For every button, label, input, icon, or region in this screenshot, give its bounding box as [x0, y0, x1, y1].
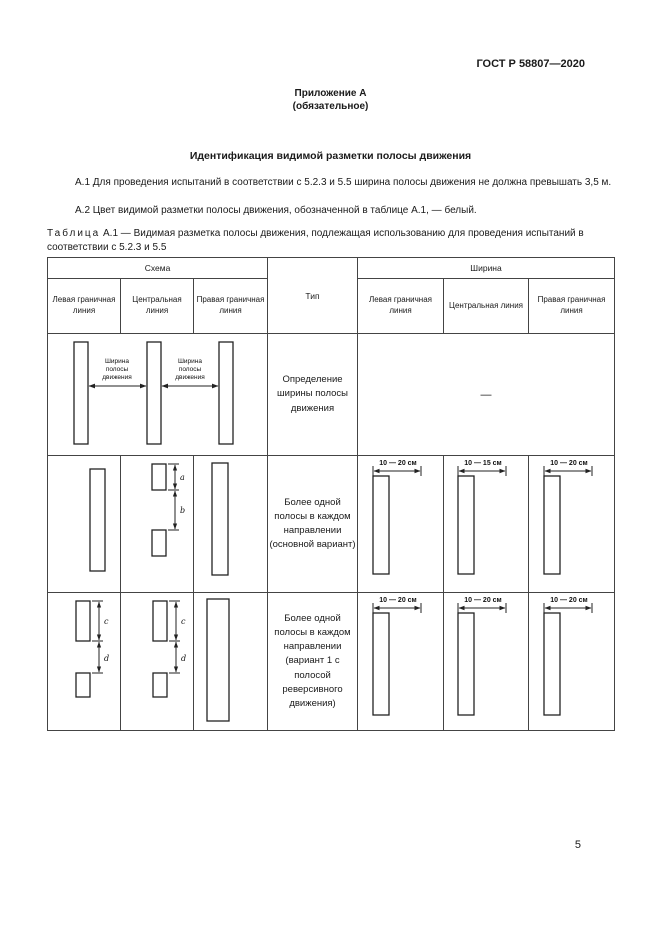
dash-segment-bar [74, 672, 91, 698]
page-number: 5 [574, 839, 581, 851]
marking-line-bar [371, 612, 390, 716]
width-value-label: 10 — 15 см [464, 460, 501, 467]
marking-line-bar [457, 475, 475, 575]
table-caption-number: А.1 — [103, 228, 131, 239]
row2-schema-central-cell: a b [120, 455, 194, 593]
dashed-central-line-diagram: c d [151, 600, 186, 698]
row1-type-cell: Определение ширины полосы движения [267, 333, 359, 456]
row1-schema-cell: Ширина полосы движения Ширина полосы дви… [46, 333, 269, 456]
lane-width-label: полосы [105, 366, 128, 373]
table-caption-text: Видимая разметка полосы движения, подлеж… [47, 228, 584, 253]
column-header-schema: Схема [46, 257, 269, 279]
dimension-arrow [168, 600, 180, 674]
width-value-label: 10 — 20 см [379, 460, 416, 467]
marking-line-bar [371, 475, 390, 575]
table-caption: Таблица А.1 — Видимая разметка полосы дв… [47, 227, 614, 255]
marking-line-bar [88, 468, 106, 572]
row3-width-right-cell: 10 — 20 см [528, 592, 616, 731]
dimension-label: b [180, 506, 185, 515]
section-title: Идентификация видимой разметки полосы дв… [189, 150, 472, 162]
subcolumn-header-width-left: Левая граничная линия [357, 278, 445, 334]
width-value-label: 10 — 20 см [464, 597, 501, 604]
dashed-boundary-line-diagram: c d [74, 600, 109, 698]
row3-schema-left-cell: c d [47, 592, 121, 731]
width-value-label: 10 — 20 см [550, 597, 587, 604]
width-value-label: 10 — 20 см [550, 460, 587, 467]
solid-boundary-line-diagram [88, 468, 106, 572]
dimension-label: a [180, 473, 185, 482]
dimension-arrow [372, 466, 422, 476]
dimension-arrow [91, 600, 103, 674]
central-line-bar [145, 341, 162, 445]
dimension-arrow [543, 466, 593, 476]
dimension-label: c [104, 617, 109, 626]
marking-line-bar [542, 612, 561, 716]
dash-segment-bar [74, 600, 91, 642]
dimension-label: d [104, 654, 109, 663]
dimension-arrow [88, 383, 146, 389]
dash-segment-bar [151, 672, 168, 698]
dimension-arrow [457, 466, 507, 476]
line-width-dimension-diagram: 10 — 20 см [542, 460, 593, 575]
marking-line-bar [542, 475, 561, 575]
lane-width-label: Ширина [177, 358, 201, 365]
line-width-dimension-diagram: 10 — 20 см [371, 597, 422, 716]
lane-width-label: Ширина [104, 358, 128, 365]
marking-line-bar [457, 612, 475, 716]
row3-schema-central-cell: c d [120, 592, 194, 731]
annex-title: Приложение А [294, 88, 367, 99]
lane-width-label: движения [102, 374, 132, 381]
row1-width-cell: — [357, 333, 616, 456]
marking-line-bar [205, 598, 230, 722]
solid-boundary-line-diagram [205, 598, 230, 722]
row3-type-cell: Более одной полосы в каждом направлении … [267, 592, 359, 731]
paragraph-a1: А.1 Для проведения испытаний в соответст… [75, 177, 612, 188]
marking-table: Схема Тип Ширина Левая граничная линия Ц… [46, 257, 616, 731]
dimension-arrow [161, 383, 218, 389]
doc-number: ГОСТ Р 58807—2020 [476, 58, 585, 70]
row3-schema-right-cell [192, 592, 269, 731]
marking-line-bar [210, 462, 229, 576]
paragraph-a2: А.2 Цвет видимой разметки полосы движени… [75, 205, 477, 216]
row2-width-central-cell: 10 — 15 см [443, 455, 530, 593]
dimension-arrow [167, 463, 179, 531]
row3-width-central-cell: 10 — 20 см [443, 592, 530, 731]
row3-width-left-cell: 10 — 20 см [357, 592, 445, 731]
dashed-central-line-diagram: a b [150, 463, 185, 557]
dimension-label: c [181, 617, 186, 626]
dimension-arrow [457, 603, 507, 613]
subcolumn-header-schema-left: Левая граничная линия [47, 278, 121, 334]
line-width-dimension-diagram: 10 — 15 см [457, 460, 507, 575]
width-value-label: 10 — 20 см [379, 597, 416, 604]
left-boundary-line-bar [72, 341, 89, 445]
subcolumn-header-schema-right: Правая граничная линия [192, 278, 269, 334]
annex-heading: Приложение А (обязательное) [0, 87, 661, 113]
lane-width-label: движения [175, 374, 205, 381]
right-boundary-line-bar [217, 341, 234, 445]
dimension-arrow [372, 603, 422, 613]
lane-width-label: полосы [178, 366, 201, 373]
annex-subtitle: (обязательное) [292, 101, 369, 112]
dash-segment-bar [150, 463, 167, 491]
row2-schema-left-cell [47, 455, 121, 593]
line-width-dimension-diagram: 10 — 20 см [457, 597, 507, 716]
solid-boundary-line-diagram [210, 462, 229, 576]
column-header-width: Ширина [357, 257, 616, 279]
line-width-dimension-diagram: 10 — 20 см [371, 460, 422, 575]
row2-type-cell: Более одной полосы в каждом направлении … [267, 455, 359, 593]
row2-width-right-cell: 10 — 20 см [528, 455, 616, 593]
row2-schema-right-cell [192, 455, 269, 593]
dimension-arrow [543, 603, 593, 613]
subcolumn-header-schema-central: Центральная линия [120, 278, 194, 334]
dash-segment-bar [151, 600, 168, 642]
subcolumn-header-width-central: Центральная линия [443, 278, 530, 334]
lane-width-scheme-diagram: Ширина полосы движения Ширина полосы дви… [72, 341, 234, 445]
dash-segment-bar [150, 529, 167, 557]
table-caption-word: Таблица [47, 228, 101, 239]
line-width-dimension-diagram: 10 — 20 см [542, 597, 593, 716]
dimension-label: d [181, 654, 186, 663]
column-header-type: Тип [267, 257, 359, 334]
subcolumn-header-width-right: Правая граничная линия [528, 278, 616, 334]
row2-width-left-cell: 10 — 20 см [357, 455, 445, 593]
